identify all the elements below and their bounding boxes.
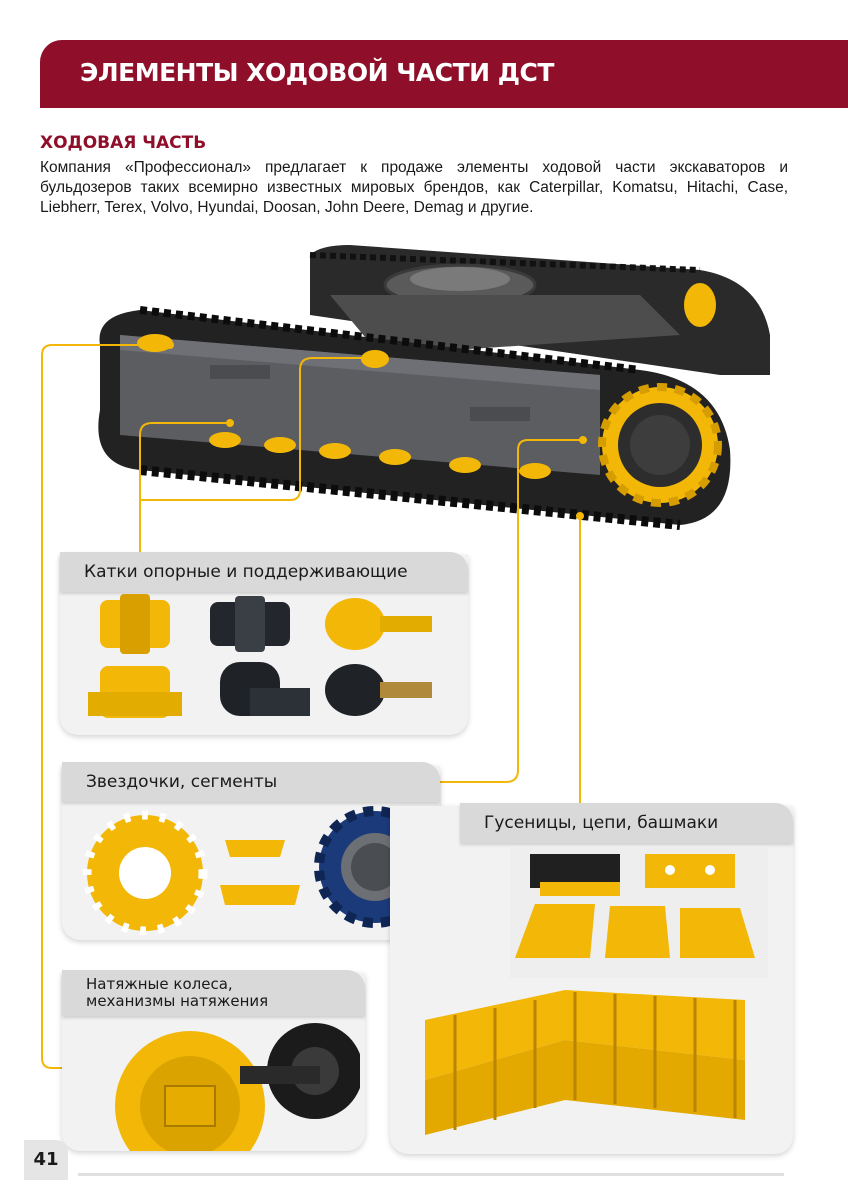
idlers-label-line1: Натяжные колеса, [86, 975, 233, 993]
tracks-label: Гусеницы, цепи, башмаки [484, 813, 719, 833]
header-banner: ЭЛЕМЕНТЫ ХОДОВОЙ ЧАСТИ ДСТ [40, 40, 848, 108]
sprockets-photo [82, 806, 435, 935]
undercarriage-illustration [98, 245, 770, 530]
rollers-tab: Катки опорные и поддерживающие [60, 552, 468, 592]
sprockets-label: Звездочки, сегменты [86, 772, 278, 792]
track-chain-photo [425, 990, 745, 1135]
section-title: ХОДОВАЯ ЧАСТЬ [40, 133, 207, 153]
page-title: ЭЛЕМЕНТЫ ХОДОВОЙ ЧАСТИ ДСТ [80, 58, 554, 87]
track-shoes-photo [510, 846, 768, 978]
idler-photo [115, 1023, 360, 1151]
rollers-label: Катки опорные и поддерживающие [84, 562, 408, 582]
idlers-label-line2: механизмы натяжения [86, 992, 269, 1010]
tracks-tab: Гусеницы, цепи, башмаки [460, 803, 793, 843]
intro-paragraph: Компания «Профессионал» предлагает к про… [40, 159, 788, 216]
idlers-tab: Натяжные колеса, механизмы натяжения [62, 970, 365, 1016]
footer-divider [78, 1173, 784, 1176]
idlers-label: Натяжные колеса, механизмы натяжения [86, 976, 268, 1010]
rollers-photo [88, 594, 432, 718]
page-number: 41 [24, 1140, 68, 1180]
sprockets-tab: Звездочки, сегменты [62, 762, 440, 802]
